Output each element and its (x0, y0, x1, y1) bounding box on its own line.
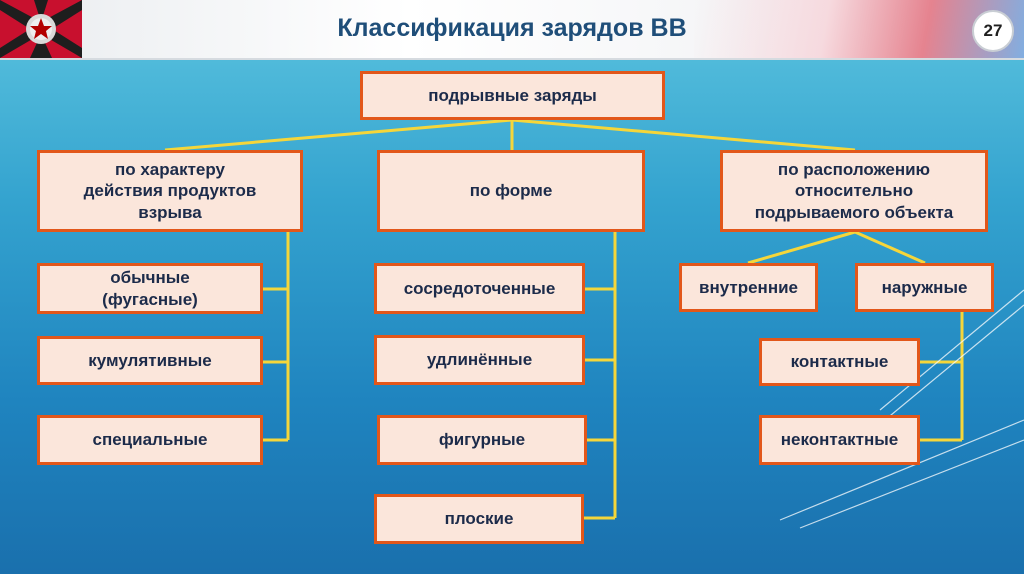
leaf-node-label: фигурные (438, 430, 526, 450)
leaf-node-label: неконтактные (780, 430, 899, 450)
leaf-node-label: сосредоточенные (403, 278, 556, 298)
leaf-node-noncontact: неконтактные (759, 415, 920, 465)
decor-lines (779, 289, 1024, 529)
leaf-node-label: наружные (881, 277, 968, 297)
page-title: Классификация зарядов ВВ (337, 14, 687, 42)
connector-root-right (511, 118, 856, 152)
page-number-badge: 27 (972, 10, 1014, 52)
leaf-node-internal: внутренние (679, 263, 818, 312)
leaf-node-label: кумулятивные (88, 350, 212, 370)
leaf-node-external: наружные (855, 263, 994, 312)
leaf-node-elongated: удлинённые (374, 335, 585, 385)
root-node-label: подрывные заряды (428, 85, 597, 105)
leaf-node-label: плоские (444, 509, 514, 529)
connector-location-left (747, 230, 856, 265)
leaf-node-label: удлинённые (426, 350, 533, 370)
connector-root-left (164, 118, 513, 152)
leaf-node-ordinary: обычные (фугасные) (37, 263, 263, 314)
leaf-node-label: внутренние (699, 277, 798, 297)
leaf-node-figured: фигурные (377, 415, 587, 465)
leaf-node-flat: плоские (374, 494, 584, 544)
category-node-action: по характеру действия продуктов взрыва (37, 150, 303, 232)
category-node-label: по расположению относительно подрываемог… (754, 160, 954, 222)
root-node: подрывные заряды (360, 71, 665, 120)
emblem-icon (0, 0, 82, 58)
leaf-node-label: обычные (фугасные) (102, 268, 198, 309)
leaf-node-contact: контактные (759, 338, 920, 386)
category-node-shape: по форме (377, 150, 645, 232)
category-node-label: по форме (469, 181, 553, 201)
header-bar (0, 0, 1024, 60)
category-node-label: по характеру действия продуктов взрыва (83, 160, 257, 222)
leaf-node-cumulative: кумулятивные (37, 336, 263, 385)
leaf-node-concentrated: сосредоточенные (374, 263, 585, 314)
category-node-location: по расположению относительно подрываемог… (720, 150, 988, 232)
leaf-node-label: специальные (92, 430, 208, 450)
connector-location-right (854, 230, 926, 265)
header-decoration (694, 0, 1024, 58)
leaf-node-label: контактные (790, 352, 889, 372)
leaf-node-special: специальные (37, 415, 263, 465)
emblem-logo (0, 0, 82, 58)
